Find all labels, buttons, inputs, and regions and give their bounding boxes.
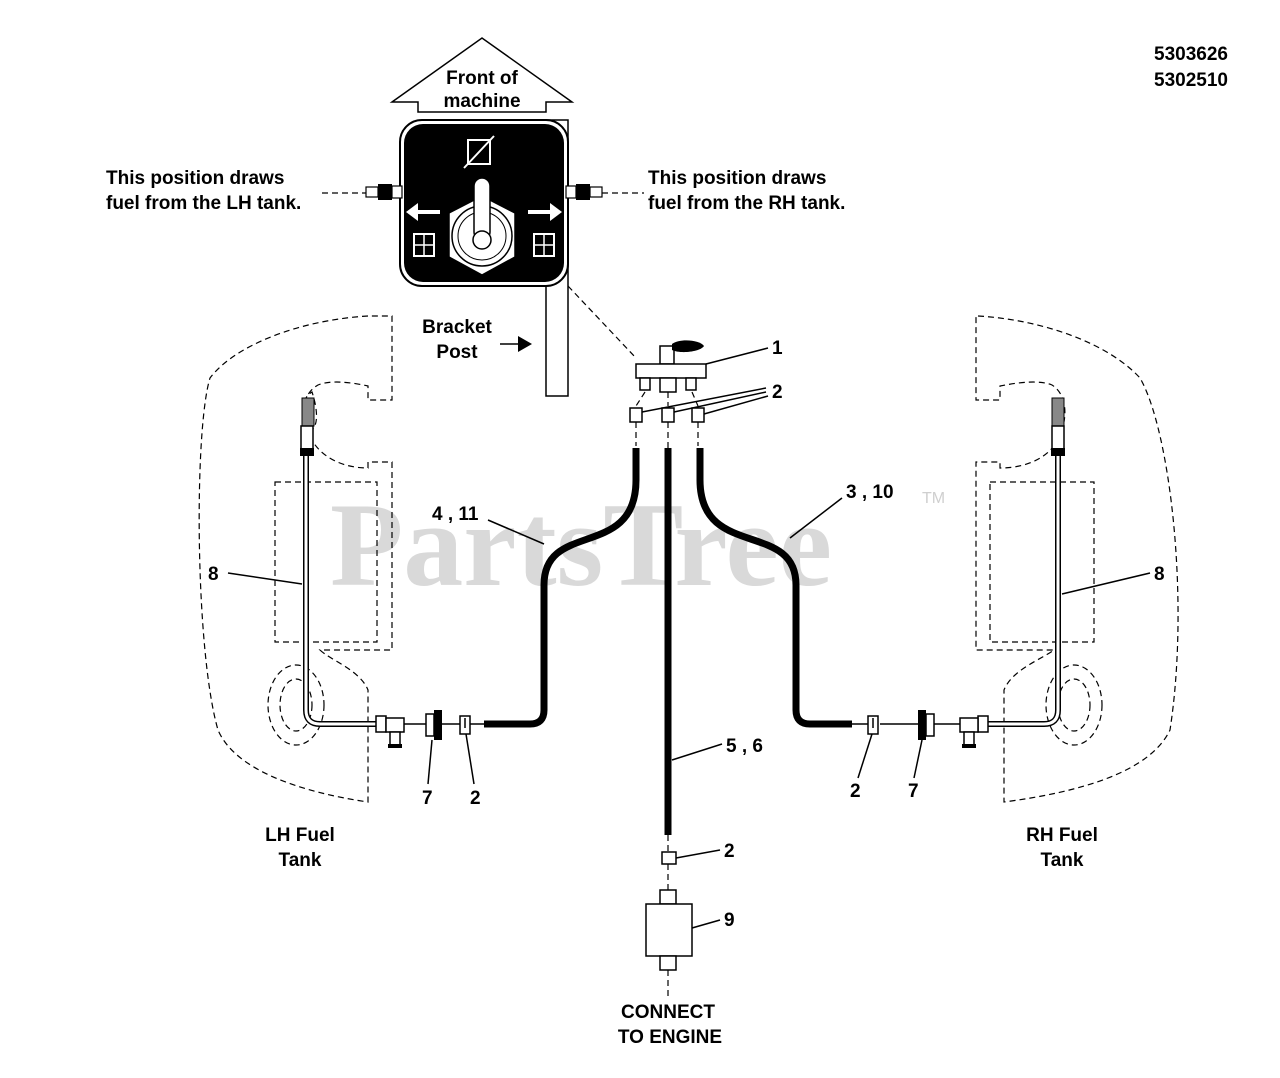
fuel-selector-valve: [635, 340, 707, 407]
callout-clamps-top-number: 2: [772, 382, 783, 403]
right-port-fitting: [565, 184, 603, 200]
rh-tank-label-line1: RH Fuel: [1026, 825, 1098, 846]
lh-fitting: [404, 710, 460, 740]
rh-fitting: [880, 710, 960, 740]
rh-tank-label-line2: Tank: [1041, 850, 1084, 871]
bracket-label-line1: Bracket: [422, 317, 492, 338]
lh-note-line1: This position draws: [106, 168, 284, 189]
lh-hose-clamp: [459, 715, 484, 735]
rh-fuel-tube: [959, 397, 1065, 748]
rh-fuel-hose: [696, 448, 852, 728]
callout-clamps-top: 2: [641, 382, 783, 415]
rh-hose-clamp: [852, 715, 879, 735]
callout-rh-tube: 8: [1061, 564, 1165, 595]
callout-rh-fitting-number: 7: [908, 781, 919, 802]
callout-filter: 9: [691, 910, 735, 931]
callout-center-hose: 5 , 6: [671, 736, 763, 761]
fuel-off-icon: [463, 135, 495, 169]
callout-rh-hose: 3 , 10: [789, 482, 894, 539]
callout-center-hose-number: 5 , 6: [726, 736, 763, 757]
front-arrow-line2: machine: [443, 91, 520, 112]
valve-knob: [448, 177, 516, 276]
callout-lh-clamp-number: 2: [470, 788, 481, 809]
lh-tank-label-line2: Tank: [279, 850, 322, 871]
fuel-filter: [645, 889, 693, 996]
callout-lh-hose: 4 , 11: [432, 504, 545, 545]
callout-rh-clamp-number: 2: [850, 781, 861, 802]
front-arrow-line1: Front of: [446, 68, 518, 89]
callout-lh-fitting-number: 7: [422, 788, 433, 809]
part-number-2: 5302510: [1154, 70, 1228, 91]
bracket-pointer-arrow: [500, 336, 532, 352]
lh-fuel-tank: [198, 315, 393, 803]
lh-tank-icon: [413, 233, 435, 257]
callout-lh-hose-number: 4 , 11: [432, 504, 479, 525]
rh-note-line1: This position draws: [648, 168, 826, 189]
engine-label-line1: CONNECT: [621, 1002, 715, 1023]
part-number-1: 5303626: [1154, 44, 1228, 65]
valve-hose-clamps: [629, 407, 705, 448]
rh-tank-icon: [533, 233, 555, 257]
callout-rh-fitting: 7: [908, 739, 923, 802]
lh-note-line2: fuel from the LH tank.: [106, 193, 301, 214]
callout-rh-hose-number: 3 , 10: [846, 482, 894, 503]
left-arrow-icon: [406, 203, 440, 221]
front-arrow: Front of machine: [389, 37, 575, 113]
callout-rh-tube-number: 8: [1154, 564, 1165, 585]
bracket-label-line2: Post: [436, 342, 478, 363]
callout-rh-clamp: 2: [850, 733, 873, 802]
lh-fuel-hose: [484, 448, 640, 728]
callout-valve: 1: [705, 338, 783, 365]
engine-hose-clamp: [661, 835, 677, 890]
selector-valve-closeup: [365, 119, 603, 287]
callout-valve-number: 1: [772, 338, 783, 359]
callout-filter-number: 9: [724, 910, 735, 931]
right-arrow-icon: [528, 203, 562, 221]
trademark: TM: [922, 490, 945, 507]
callout-lh-clamp: 2: [465, 733, 481, 809]
callout-lh-tube: 8: [208, 564, 303, 585]
callout-bottom-clamp: 2: [675, 841, 735, 862]
rh-note-line2: fuel from the RH tank.: [648, 193, 845, 214]
rh-fuel-tank: [975, 315, 1179, 803]
left-port-fitting: [365, 184, 403, 200]
lh-fuel-tube: [300, 397, 405, 748]
engine-label-line2: TO ENGINE: [618, 1027, 722, 1048]
lh-tank-label-line1: LH Fuel: [265, 825, 335, 846]
callout-lh-tube-number: 8: [208, 564, 219, 585]
callout-lh-fitting: 7: [422, 739, 433, 809]
callout-bottom-clamp-number: 2: [724, 841, 735, 862]
